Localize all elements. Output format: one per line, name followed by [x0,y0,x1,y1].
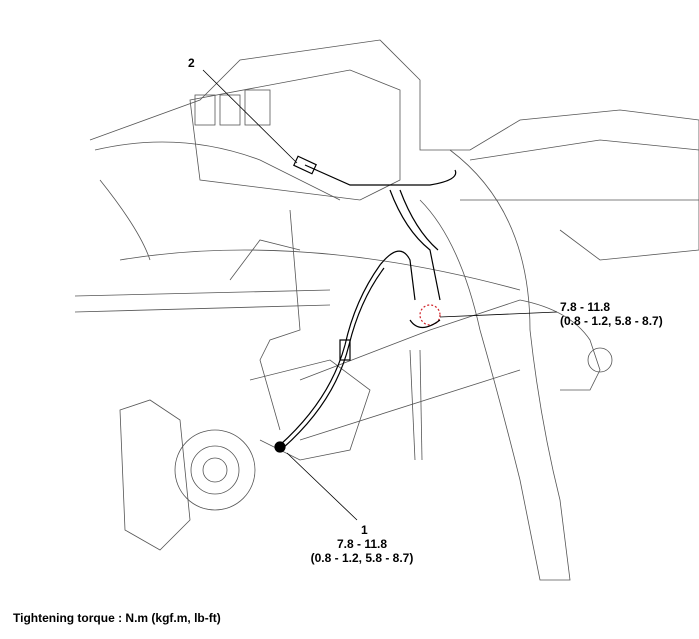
hub-assembly [119,349,423,551]
wheel-guard [419,149,613,581]
leader-lines [202,69,558,521]
callout-right-torque: 7.8 - 11.8 (0.8 - 1.2, 5.8 - 8.7) [560,300,663,328]
torque-alt-units: (0.8 - 1.2, 5.8 - 8.7) [560,314,663,328]
torque-value: 7.8 - 11.8 [336,537,388,551]
wheel-speed-sensor-cable [274,155,457,453]
tightening-torque-note: Tightening torque : N.m (kgf.m, lb-ft) [13,611,221,625]
callout-1-number: 1 [361,523,368,537]
body-structure [74,39,699,441]
torque-value: 7.8 - 11.8 [560,300,611,314]
callout-2-number: 2 [188,56,195,70]
torque-alt-units: (0.8 - 1.2, 5.8 - 8.7) [310,551,414,565]
callout-1: 1 7.8 - 11.8 (0.8 - 1.2, 5.8 - 8.7) [307,523,417,565]
